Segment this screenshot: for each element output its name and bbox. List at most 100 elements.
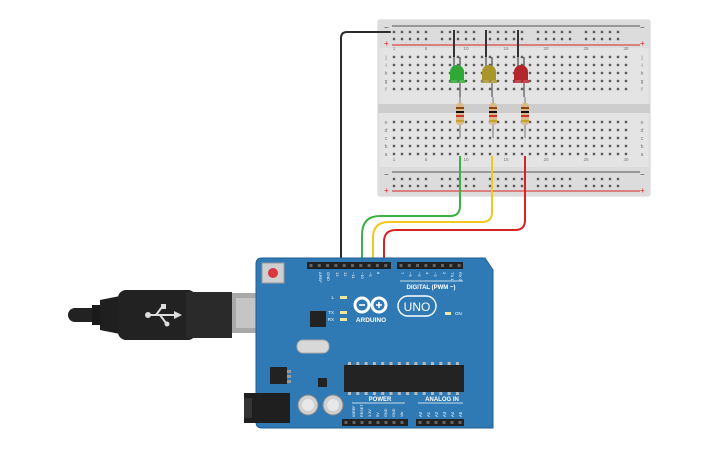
breadboard-hole[interactable] <box>408 87 412 91</box>
breadboard-hole[interactable] <box>464 136 468 140</box>
breadboard-hole[interactable] <box>584 63 588 67</box>
breadboard-hole[interactable] <box>568 63 572 67</box>
breadboard-hole[interactable] <box>392 128 396 132</box>
breadboard-hole[interactable] <box>592 120 596 124</box>
breadboard-hole[interactable] <box>608 79 612 83</box>
rail-hole[interactable] <box>512 30 516 34</box>
breadboard-hole[interactable] <box>440 71 444 75</box>
rail-hole[interactable] <box>512 184 516 188</box>
breadboard-hole[interactable] <box>456 136 460 140</box>
breadboard-hole[interactable] <box>464 71 468 75</box>
breadboard-hole[interactable] <box>592 71 596 75</box>
breadboard-hole[interactable] <box>536 120 540 124</box>
breadboard-hole[interactable] <box>472 79 476 83</box>
header-pin[interactable] <box>326 264 330 267</box>
breadboard-hole[interactable] <box>608 63 612 67</box>
breadboard-hole[interactable] <box>464 55 468 59</box>
breadboard-hole[interactable] <box>528 87 532 91</box>
breadboard-hole[interactable] <box>544 87 548 91</box>
rail-hole[interactable] <box>448 184 452 188</box>
breadboard-hole[interactable] <box>424 136 428 140</box>
breadboard-hole[interactable] <box>544 63 548 67</box>
rail-hole[interactable] <box>552 184 556 188</box>
header-pin[interactable] <box>352 421 356 424</box>
rail-hole[interactable] <box>464 30 468 34</box>
breadboard-hole[interactable] <box>472 120 476 124</box>
header-pin[interactable] <box>442 421 446 424</box>
rail-hole[interactable] <box>488 30 492 34</box>
breadboard-hole[interactable] <box>600 144 604 148</box>
reset-button-cap[interactable] <box>268 268 278 278</box>
breadboard-hole[interactable] <box>480 128 484 132</box>
breadboard-hole[interactable] <box>584 128 588 132</box>
rail-hole[interactable] <box>440 184 444 188</box>
breadboard-hole[interactable] <box>408 120 412 124</box>
breadboard-hole[interactable] <box>424 144 428 148</box>
rail-hole[interactable] <box>616 30 620 34</box>
breadboard-hole[interactable] <box>568 152 572 156</box>
breadboard-hole[interactable] <box>488 128 492 132</box>
rail-hole[interactable] <box>488 184 492 188</box>
rail-hole[interactable] <box>392 30 396 34</box>
breadboard-hole[interactable] <box>440 136 444 140</box>
breadboard-hole[interactable] <box>560 79 564 83</box>
header-pin[interactable] <box>400 421 404 424</box>
rail-hole[interactable] <box>424 177 428 181</box>
breadboard-hole[interactable] <box>480 120 484 124</box>
header-pin[interactable] <box>375 264 379 267</box>
rail-hole[interactable] <box>424 184 428 188</box>
breadboard-hole[interactable] <box>496 71 500 75</box>
breadboard-hole[interactable] <box>480 55 484 59</box>
breadboard-hole[interactable] <box>608 55 612 59</box>
breadboard-hole[interactable] <box>408 136 412 140</box>
rail-hole[interactable] <box>520 30 524 34</box>
header-pin[interactable] <box>426 421 430 424</box>
breadboard-hole[interactable] <box>600 120 604 124</box>
breadboard-hole[interactable] <box>400 128 404 132</box>
breadboard-hole[interactable] <box>528 120 532 124</box>
breadboard-hole[interactable] <box>576 71 580 75</box>
breadboard-hole[interactable] <box>592 55 596 59</box>
rail-hole[interactable] <box>568 177 572 181</box>
breadboard-hole[interactable] <box>464 152 468 156</box>
rail-hole[interactable] <box>584 184 588 188</box>
breadboard-hole[interactable] <box>440 79 444 83</box>
breadboard-hole[interactable] <box>464 87 468 91</box>
breadboard-hole[interactable] <box>536 152 540 156</box>
breadboard-hole[interactable] <box>576 144 580 148</box>
breadboard-hole[interactable] <box>520 55 524 59</box>
breadboard-hole[interactable] <box>624 144 628 148</box>
breadboard-hole[interactable] <box>480 152 484 156</box>
header-pin[interactable] <box>384 421 388 424</box>
breadboard-hole[interactable] <box>496 79 500 83</box>
rail-hole[interactable] <box>544 184 548 188</box>
rail-hole[interactable] <box>584 30 588 34</box>
breadboard-hole[interactable] <box>432 87 436 91</box>
rail-hole[interactable] <box>536 177 540 181</box>
breadboard-hole[interactable] <box>448 128 452 132</box>
rail-hole[interactable] <box>536 30 540 34</box>
breadboard-hole[interactable] <box>592 128 596 132</box>
breadboard-hole[interactable] <box>416 144 420 148</box>
breadboard-hole[interactable] <box>464 144 468 148</box>
rail-hole[interactable] <box>496 30 500 34</box>
breadboard-hole[interactable] <box>480 87 484 91</box>
breadboard-hole[interactable] <box>528 79 532 83</box>
breadboard-hole[interactable] <box>408 71 412 75</box>
breadboard-hole[interactable] <box>536 144 540 148</box>
breadboard-hole[interactable] <box>528 55 532 59</box>
rail-hole[interactable] <box>496 177 500 181</box>
breadboard-hole[interactable] <box>544 152 548 156</box>
breadboard-hole[interactable] <box>432 136 436 140</box>
breadboard-hole[interactable] <box>552 136 556 140</box>
breadboard-hole[interactable] <box>560 63 564 67</box>
breadboard-hole[interactable] <box>576 87 580 91</box>
breadboard-hole[interactable] <box>568 79 572 83</box>
rail-hole[interactable] <box>616 177 620 181</box>
breadboard-hole[interactable] <box>608 120 612 124</box>
breadboard-hole[interactable] <box>488 144 492 148</box>
breadboard-hole[interactable] <box>528 71 532 75</box>
breadboard-hole[interactable] <box>552 87 556 91</box>
yellow-led[interactable] <box>481 30 497 97</box>
